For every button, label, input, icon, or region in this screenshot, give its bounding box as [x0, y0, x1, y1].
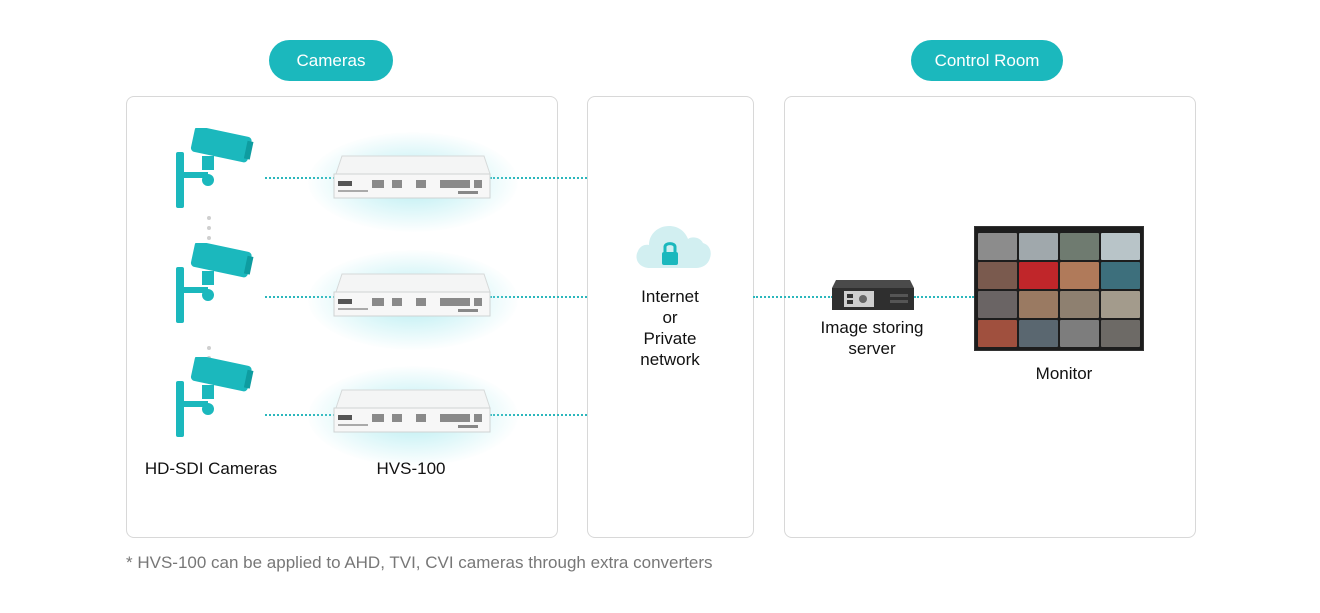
network-label-line-4: network	[640, 350, 700, 369]
server-label-line-1: Image storing	[820, 318, 924, 337]
network-label-line-3: Private	[643, 329, 697, 348]
encoder-device-icon	[308, 250, 518, 350]
camera-icon	[176, 128, 254, 208]
server-label-line-2: server	[848, 339, 896, 358]
cameras-label: HD-SDI Cameras	[144, 459, 278, 478]
link-camera3-hvs	[265, 414, 335, 416]
link-camera1-hvs	[265, 177, 335, 179]
encoder-device-icon	[308, 132, 518, 232]
link-hvs2-network	[490, 296, 587, 298]
network-label-line-1: Internet	[641, 287, 699, 306]
server-icon	[832, 280, 914, 310]
footnote: * HVS-100 can be applied to AHD, TVI, CV…	[126, 553, 713, 572]
link-hvs3-network	[490, 414, 587, 416]
link-network-server	[753, 296, 833, 298]
control-room-section-title: Control Room	[911, 40, 1063, 81]
network-panel	[587, 96, 754, 538]
camera-icon	[176, 357, 254, 437]
network-label-line-2: or	[662, 308, 678, 327]
link-server-monitor	[914, 296, 974, 298]
link-hvs1-network	[490, 177, 587, 179]
camera-icon	[176, 243, 254, 323]
device-label: HVS-100	[376, 459, 446, 478]
cloud-lock-icon	[636, 226, 711, 268]
camera-separator-dots	[207, 216, 211, 246]
monitor-label: Monitor	[1035, 364, 1093, 383]
link-camera2-hvs	[265, 296, 335, 298]
monitor-icon	[974, 226, 1144, 351]
cameras-section-title: Cameras	[269, 40, 393, 81]
encoder-device-icon	[308, 366, 518, 466]
